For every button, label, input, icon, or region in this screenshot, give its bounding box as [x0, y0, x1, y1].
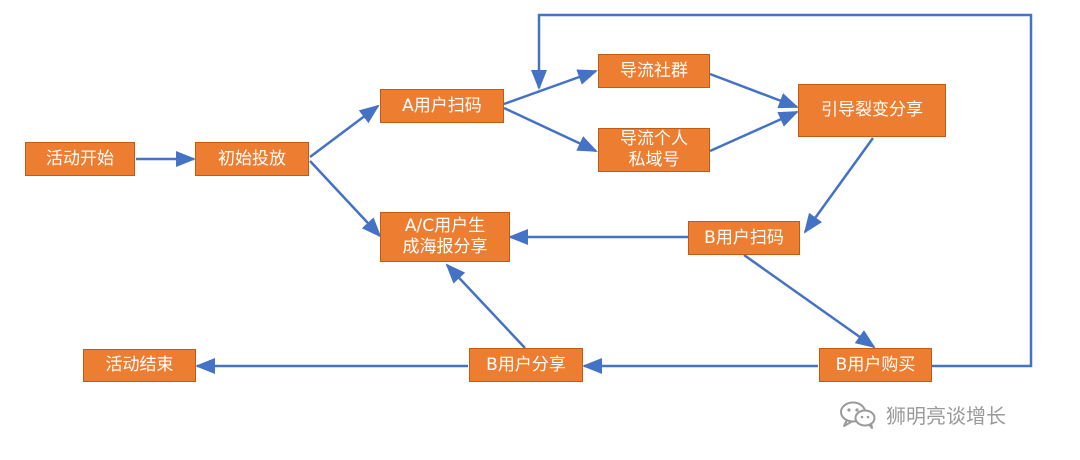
arrow-referral-to-b-scan — [803, 137, 875, 234]
node-a-scan: A用户扫码 — [380, 89, 504, 123]
arrow-b-scan-to-b-buy — [743, 253, 876, 349]
arrow-launch-to-a-scan — [309, 104, 380, 158]
watermark: 狮明亮谈增长 — [838, 398, 1006, 430]
watermark-text: 狮明亮谈增长 — [886, 403, 1006, 428]
arrow-b-buy-loop-to-a-scan — [531, 13, 1033, 368]
wechat-icon — [840, 401, 876, 429]
arrow-community-to-referral — [709, 72, 799, 109]
node-community: 导流社群 — [598, 54, 710, 88]
arrow-launch-to-poster — [309, 160, 382, 238]
arrow-a-scan-to-private — [503, 106, 598, 153]
node-referral: 引导裂变分享 — [798, 84, 946, 137]
node-b-buy: B用户购买 — [819, 348, 932, 382]
arrow-a-scan-to-community — [503, 69, 598, 106]
node-end: 活动结束 — [83, 349, 196, 382]
node-launch: 初始投放 — [195, 142, 309, 176]
node-b-share: B用户分享 — [469, 348, 583, 382]
node-start: 活动开始 — [25, 142, 135, 176]
node-poster: A/C用户生 成海报分享 — [380, 212, 510, 262]
arrow-private-to-referral — [709, 110, 799, 153]
node-private: 导流个人 私域号 — [598, 128, 710, 172]
node-b-scan: B用户扫码 — [688, 221, 800, 255]
arrow-b-share-to-poster — [445, 263, 526, 349]
